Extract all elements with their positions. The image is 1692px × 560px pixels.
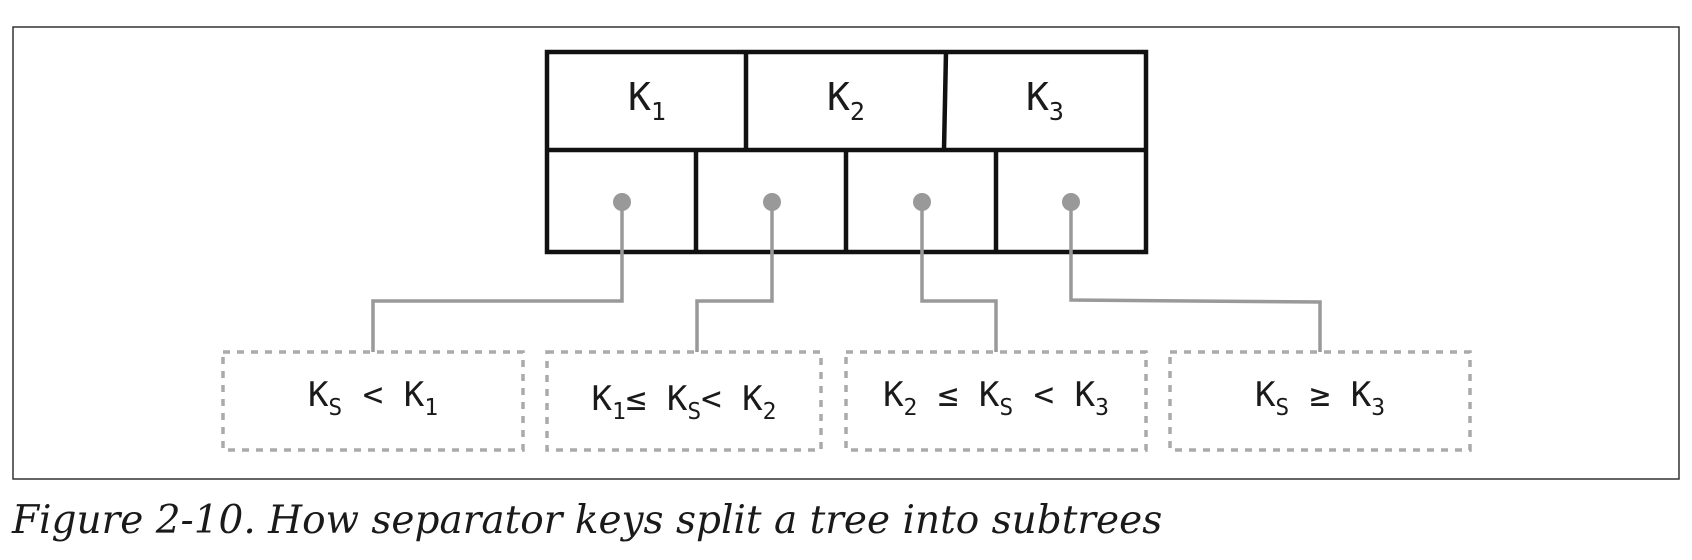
pointer-dot — [913, 193, 931, 211]
range-text: < — [342, 375, 403, 415]
range-subscript: S — [328, 395, 342, 421]
child-pointers — [371, 202, 1322, 352]
range-subscript: 3 — [1371, 395, 1385, 421]
subtree-box — [844, 350, 1148, 452]
key-cell-divider — [941, 51, 949, 151]
range-text: K — [404, 375, 425, 415]
figure-caption: Figure 2-10. How separator keys split a … — [12, 498, 1163, 543]
range-text: < — [701, 379, 742, 419]
pointer-dot — [613, 193, 631, 211]
pointer-line — [920, 202, 998, 352]
range-text: K — [1255, 375, 1276, 415]
range-subscript: 1 — [424, 395, 438, 421]
range-text: K — [1351, 375, 1372, 415]
range-subscript: S — [999, 395, 1013, 421]
subtree-box — [1168, 350, 1472, 452]
pointer-line — [371, 202, 624, 352]
tree-node: K1 K2 K3 — [544, 49, 1149, 255]
pointer-dots — [613, 193, 1080, 211]
range-text: ≤ — [626, 379, 667, 419]
range-text: K — [742, 379, 763, 419]
range-text: ≥ — [1289, 375, 1350, 415]
range-subscript: 2 — [763, 399, 777, 425]
pointer-dot — [763, 193, 781, 211]
range-subscript: 1 — [612, 399, 626, 425]
subtree-range-labels: KS​ < K1​ K1​≤ KS​< K2​ K2​ ≤ KS​ < K3​ … — [308, 375, 1385, 425]
subtree-boxes — [221, 350, 1472, 452]
subtree-range-label: KS​ < K1​ — [308, 375, 438, 421]
separator-key-label: K1 — [628, 75, 666, 126]
range-text: K — [592, 379, 613, 419]
separator-key-label: K2 — [827, 75, 865, 126]
range-text: K — [979, 375, 1000, 415]
pointer-dot — [1062, 193, 1080, 211]
figure-frame — [12, 26, 1680, 480]
subtree-box — [545, 350, 823, 452]
range-text: K — [667, 379, 688, 419]
range-text: K — [308, 375, 329, 415]
subtree-range-label: K1​≤ KS​< K2​ — [592, 379, 777, 425]
range-text: K — [1075, 375, 1096, 415]
range-subscript: 3 — [1095, 395, 1109, 421]
range-subscript: S — [687, 399, 701, 425]
range-subscript: S — [1275, 395, 1289, 421]
pointer-line — [1069, 202, 1322, 352]
subtree-range-label: KS​ ≥ K3​ — [1255, 375, 1385, 421]
range-text: < — [1013, 375, 1074, 415]
subtree-box — [221, 350, 525, 452]
pointer-line — [695, 202, 774, 352]
subtree-range-label: K2​ ≤ KS​ < K3​ — [883, 375, 1109, 421]
range-text: K — [883, 375, 904, 415]
range-text: ≤ — [917, 375, 978, 415]
range-subscript: 2 — [904, 395, 918, 421]
separator-key-label: K3 — [1026, 75, 1064, 126]
